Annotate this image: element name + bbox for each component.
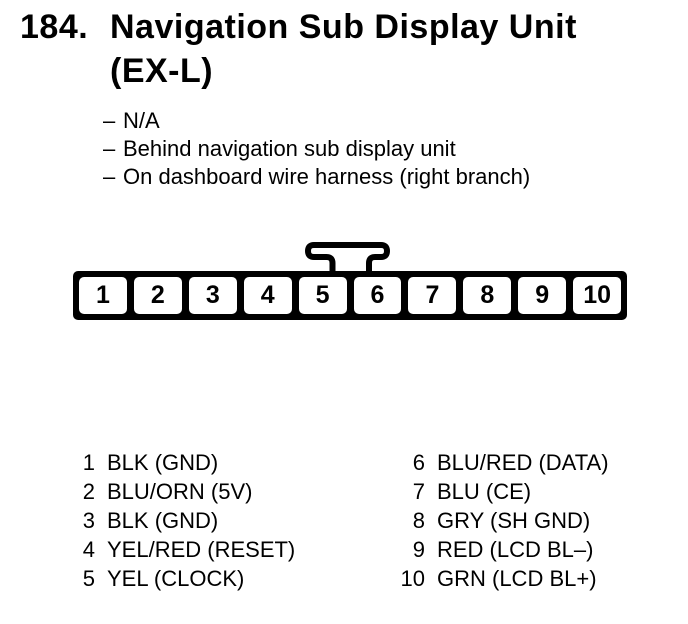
section-number: 184. <box>20 8 89 46</box>
pin-row: 1 BLK (GND) <box>62 448 295 477</box>
pin-row: 8 GRY (SH GND) <box>392 506 609 535</box>
pin-description: BLK (GND) <box>107 450 219 475</box>
connector-latch-tab-icon <box>305 242 390 274</box>
connector-diagram: 1 2 3 4 5 6 7 8 9 10 <box>73 271 627 320</box>
title-line1: Navigation Sub Display Unit <box>110 8 577 46</box>
pin-description: RED (LCD BL–) <box>437 537 594 562</box>
pin-number: 7 <box>412 479 425 504</box>
note-item: – Behind navigation sub display unit <box>103 135 530 163</box>
connector-pin-cell: 1 <box>79 277 127 314</box>
pin-description: YEL/RED (RESET) <box>107 537 296 562</box>
pin-number: 3 <box>82 508 95 533</box>
pin-row: 10 GRN (LCD BL+) <box>392 564 609 593</box>
connector-pin-cell: 9 <box>518 277 567 314</box>
pin-row: 6 BLU/RED (DATA) <box>392 448 609 477</box>
pin-row: 3 BLK (GND) <box>62 506 295 535</box>
connector-pin-cell: 7 <box>408 277 457 314</box>
section-title-text: Navigation Sub Display Unit (EX-L) <box>110 5 577 93</box>
dash-bullet: – <box>103 164 116 189</box>
note-item: – On dashboard wire harness (right branc… <box>103 163 530 191</box>
pin-description: YEL (CLOCK) <box>107 566 245 591</box>
section-title: 184. Navigation Sub Display Unit (EX-L) <box>20 5 577 93</box>
pin-description: BLU/RED (DATA) <box>437 450 609 475</box>
pin-number: 4 <box>82 537 95 562</box>
location-notes: – N/A – Behind navigation sub display un… <box>103 107 530 191</box>
title-line2: (EX-L) <box>110 52 214 90</box>
pin-number: 9 <box>412 537 425 562</box>
connector-pin-cell: 10 <box>573 277 622 314</box>
pin-description: BLK (GND) <box>107 508 219 533</box>
pin-number: 5 <box>82 566 95 591</box>
pin-number: 2 <box>82 479 95 504</box>
pin-number: 10 <box>400 566 425 591</box>
pin-number: 6 <box>412 450 425 475</box>
connector-pin-cell: 5 <box>298 277 347 314</box>
pin-number: 1 <box>82 450 95 475</box>
pin-row: 7 BLU (CE) <box>392 477 609 506</box>
note-item: – N/A <box>103 107 530 135</box>
pin-description: GRN (LCD BL+) <box>437 566 597 591</box>
dash-bullet: – <box>103 136 116 161</box>
pin-list-right: 6 BLU/RED (DATA) 7 BLU (CE) 8 GRY (SH GN… <box>392 448 609 593</box>
connector-pin-cell: 6 <box>353 277 402 314</box>
pin-row: 4 YEL/RED (RESET) <box>62 535 296 564</box>
pin-row: 9 RED (LCD BL–) <box>392 535 609 564</box>
note-text: N/A <box>123 108 160 133</box>
note-text: Behind navigation sub display unit <box>123 136 456 161</box>
pin-description: BLU (CE) <box>437 479 532 504</box>
pin-list-left: 1 BLK (GND) 2 BLU/ORN (5V) 3 BLK (GND) 4… <box>62 448 296 593</box>
pin-row: 5 YEL (CLOCK) <box>62 564 295 593</box>
note-text: On dashboard wire harness (right branch) <box>123 164 531 189</box>
dash-bullet: – <box>103 108 116 133</box>
pin-description: GRY (SH GND) <box>437 508 591 533</box>
connector-pin-cell: 8 <box>463 277 512 314</box>
connector-pin-cell: 4 <box>243 277 292 314</box>
pin-number: 8 <box>412 508 425 533</box>
pin-row: 2 BLU/ORN (5V) <box>62 477 295 506</box>
connector-pin-cell: 3 <box>188 277 237 314</box>
connector-pin-cell: 2 <box>133 277 182 314</box>
pin-description: BLU/ORN (5V) <box>107 479 253 504</box>
